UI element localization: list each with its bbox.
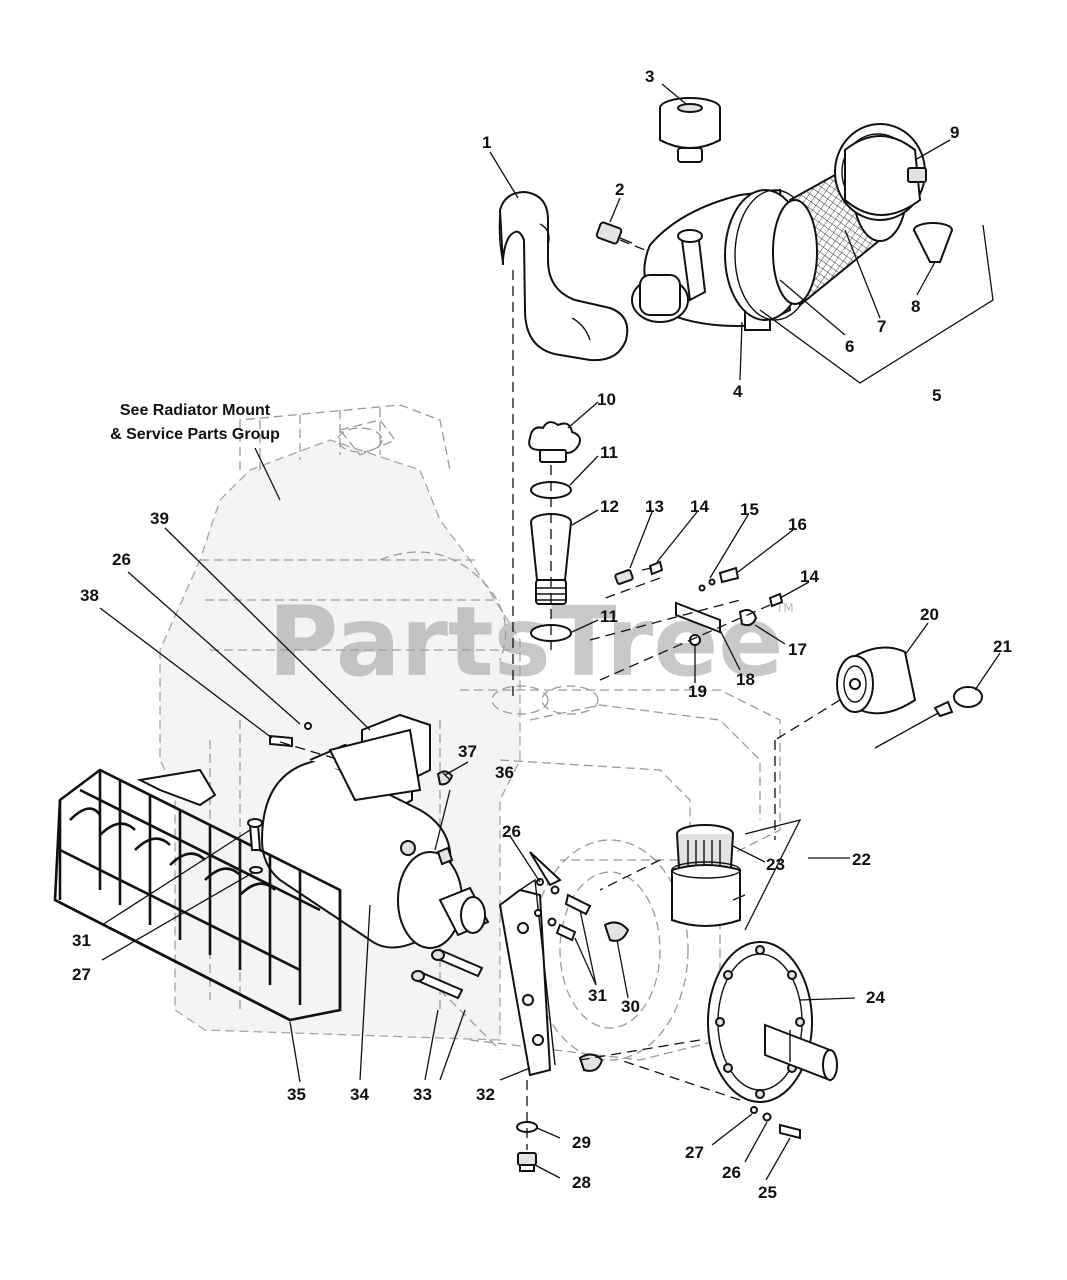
callout-31-left: 31 [72, 931, 91, 950]
leader-lines [99, 83, 1001, 1181]
callout-34: 34 [350, 1085, 369, 1104]
callout-32: 32 [476, 1085, 495, 1104]
callout-8: 8 [911, 297, 920, 316]
engine-block-outline [159, 404, 781, 1061]
pto-adapter [707, 941, 838, 1103]
callout-35: 35 [287, 1085, 306, 1104]
hardware-25-27 [750, 1106, 801, 1140]
callout-11-upper: 11 [600, 443, 618, 462]
callout-10: 10 [597, 390, 616, 409]
note-line-1: See Radiator Mount [120, 402, 271, 419]
callout-17: 17 [788, 640, 807, 659]
air-cleaner-cover [834, 123, 927, 221]
precleaner-cap [659, 97, 721, 163]
callout-3: 3 [645, 67, 654, 86]
callout-36: 36 [495, 763, 514, 782]
dipstick [874, 686, 983, 749]
callout-13: 13 [645, 497, 664, 516]
callout-16: 16 [788, 515, 807, 534]
restriction-indicator-fitting [595, 221, 633, 245]
callout-33: 33 [413, 1085, 432, 1104]
muffler-guard [53, 768, 342, 1022]
callout-31-bracket: 31 [588, 986, 607, 1005]
hardware-27-31 [247, 818, 263, 874]
callout-37: 37 [458, 742, 477, 761]
callout-2: 2 [615, 180, 624, 199]
callout-4: 4 [733, 382, 743, 401]
callout-30: 30 [621, 997, 640, 1016]
oil-fill-tube [530, 513, 572, 605]
callout-24: 24 [866, 988, 885, 1007]
vacuator-valve [913, 222, 953, 263]
callout-29: 29 [572, 1133, 591, 1152]
callout-39: 39 [150, 509, 169, 528]
callout-20: 20 [920, 605, 939, 624]
callout-19: 19 [688, 682, 707, 701]
see-radiator-note: See Radiator Mount & Service Parts Group [110, 402, 281, 501]
callout-28: 28 [572, 1173, 591, 1192]
watermark: PartsTree TM [268, 586, 794, 698]
callout-6: 6 [845, 337, 854, 356]
callout-labels: 1 2 3 4 5 6 7 8 9 10 11 11 12 13 14 14 1… [72, 67, 1012, 1202]
fuel-filter-assembly [671, 824, 741, 927]
callout-12: 12 [600, 497, 619, 516]
callout-25: 25 [758, 1183, 777, 1202]
callout-14-a: 14 [690, 497, 709, 516]
callout-38: 38 [80, 586, 99, 605]
callout-22: 22 [852, 850, 871, 869]
muffler [260, 728, 490, 949]
oil-filter [836, 646, 917, 715]
callout-26-bottom: 26 [722, 1163, 741, 1182]
callout-14-b: 14 [800, 567, 819, 586]
callout-27-bottom: 27 [685, 1143, 704, 1162]
note-line-2: & Service Parts Group [110, 426, 280, 443]
callout-23: 23 [766, 855, 785, 874]
callout-9: 9 [950, 123, 959, 142]
callout-27-left: 27 [72, 965, 91, 984]
muffler-bracket [498, 851, 562, 1077]
callout-5: 5 [932, 386, 941, 405]
callout-7: 7 [877, 317, 886, 336]
drain-plug [516, 1121, 538, 1172]
callout-15: 15 [740, 500, 759, 519]
callout-11-lower: 11 [600, 607, 618, 626]
callout-26-bracket: 26 [502, 822, 521, 841]
assembly-lines [279, 239, 841, 1150]
mounting-studs [411, 948, 484, 1000]
oil-fill-cap [528, 421, 581, 463]
callout-21: 21 [993, 637, 1012, 656]
air-intake-hose [498, 190, 629, 362]
callout-26-left: 26 [112, 550, 131, 569]
watermark-trademark: TM [775, 601, 794, 615]
callout-1: 1 [482, 133, 491, 152]
callout-18: 18 [736, 670, 755, 689]
